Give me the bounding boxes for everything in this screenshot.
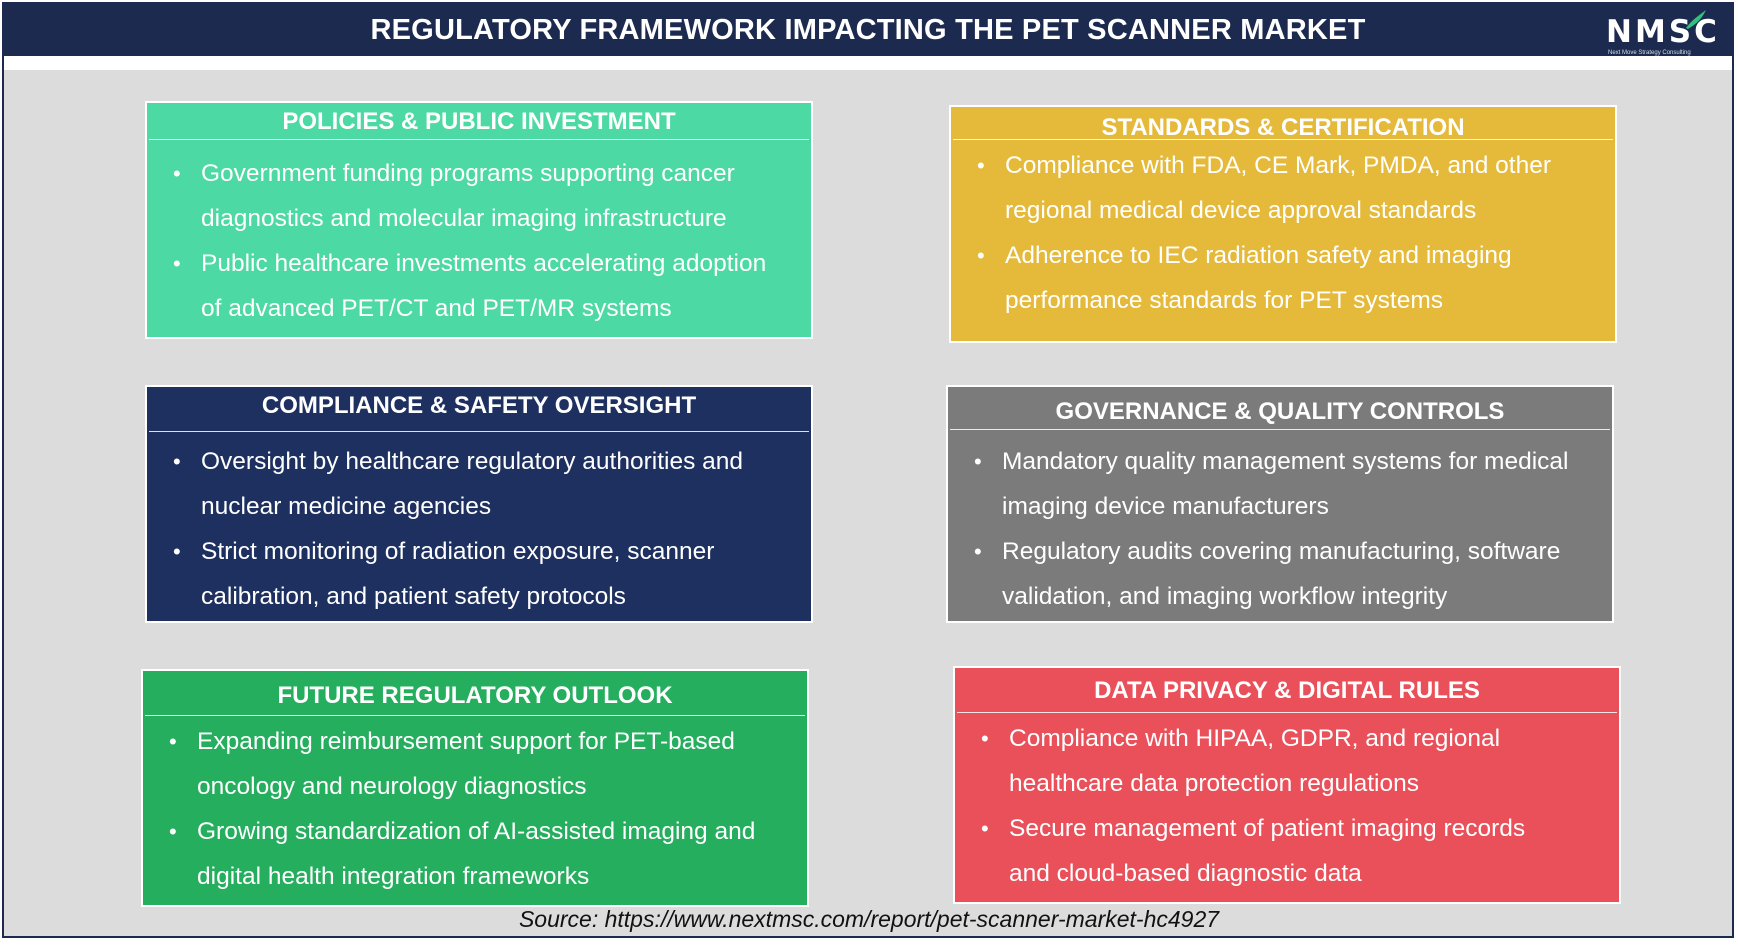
card-title-divider	[149, 431, 809, 432]
bullet-list: Government funding programs supporting c…	[147, 151, 766, 331]
leaf-swoosh-icon	[1686, 10, 1706, 29]
page-title: REGULATORY FRAMEWORK IMPACTING THE PET S…	[370, 14, 1366, 46]
source-citation: Source: https://www.nextmsc.com/report/p…	[518, 906, 1220, 932]
card-title: FUTURE REGULATORY OUTLOOK	[277, 682, 673, 709]
bullet-item: Mandatory quality management systems for…	[948, 439, 1568, 529]
card-title-divider	[957, 712, 1617, 713]
bullet-item: Strict monitoring of radiation exposure,…	[147, 529, 743, 619]
bullet-item: Regulatory audits covering manufacturing…	[948, 529, 1568, 619]
bullet-item: Secure management of patient imaging rec…	[955, 806, 1525, 896]
bullet-item: Compliance with HIPAA, GDPR, and regiona…	[955, 716, 1525, 806]
logo-subtitle: Next Move Strategy Consulting	[1608, 50, 1691, 56]
card-data-privacy-digital-rules: DATA PRIVACY & DIGITAL RULES Compliance …	[953, 666, 1621, 904]
card-governance-quality-controls: GOVERNANCE & QUALITY CONTROLS Mandatory …	[946, 385, 1614, 623]
bullet-item: Compliance with FDA, CE Mark, PMDA, and …	[951, 143, 1551, 233]
card-title: GOVERNANCE & QUALITY CONTROLS	[1055, 398, 1505, 425]
bullet-item: Government funding programs supporting c…	[147, 151, 766, 241]
card-standards-certification: STANDARDS & CERTIFICATION Compliance wit…	[949, 105, 1617, 343]
header-bar: REGULATORY FRAMEWORK IMPACTING THE PET S…	[4, 4, 1732, 56]
card-title-divider	[145, 715, 805, 716]
card-title: COMPLIANCE & SAFETY OVERSIGHT	[261, 392, 697, 419]
card-title-divider	[950, 429, 1610, 430]
card-title: STANDARDS & CERTIFICATION	[1101, 114, 1465, 141]
bullet-list: Compliance with HIPAA, GDPR, and regiona…	[955, 716, 1525, 896]
bullet-item: Growing standardization of AI-assisted i…	[143, 809, 755, 899]
bullet-item: Public healthcare investments accelerati…	[147, 241, 766, 331]
card-policies-public-investment: POLICIES & PUBLIC INVESTMENT Government …	[145, 101, 813, 339]
header-divider	[4, 56, 1732, 70]
card-compliance-safety-oversight: COMPLIANCE & SAFETY OVERSIGHT Oversight …	[145, 385, 813, 623]
nmsc-logo: NMSC Next Move Strategy Consulting	[1606, 10, 1717, 56]
bullet-list: Oversight by healthcare regulatory autho…	[147, 439, 743, 619]
card-future-regulatory-outlook: FUTURE REGULATORY OUTLOOK Expanding reim…	[141, 669, 809, 907]
card-title: DATA PRIVACY & DIGITAL RULES	[1094, 677, 1480, 704]
bullet-list: Expanding reimbursement support for PET-…	[143, 719, 755, 899]
bullet-item: Expanding reimbursement support for PET-…	[143, 719, 755, 809]
card-title-divider	[149, 139, 809, 140]
bullet-list: Compliance with FDA, CE Mark, PMDA, and …	[951, 143, 1551, 323]
card-title-divider	[953, 139, 1613, 140]
bullet-list: Mandatory quality management systems for…	[948, 439, 1568, 619]
bullet-item: Oversight by healthcare regulatory autho…	[147, 439, 743, 529]
card-title: POLICIES & PUBLIC INVESTMENT	[282, 108, 676, 135]
bullet-item: Adherence to IEC radiation safety and im…	[951, 233, 1551, 323]
